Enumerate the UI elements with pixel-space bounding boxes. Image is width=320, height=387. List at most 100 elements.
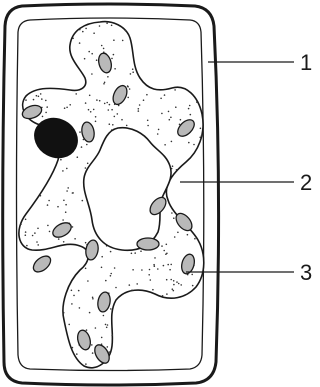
granule [88,51,90,53]
granule [110,275,112,277]
granule [36,241,38,243]
granule [168,111,170,113]
granule [96,99,98,101]
granule [72,226,74,228]
granule [140,250,142,252]
granule [107,76,109,78]
granule [96,59,98,61]
granule [152,289,154,291]
granule [46,106,48,108]
granule [150,279,152,281]
label-3: 3 [300,260,312,285]
granule [106,327,108,329]
granule [127,97,129,99]
granule [93,109,95,111]
granule [201,135,203,137]
granule [147,125,149,127]
granule [196,101,198,103]
granule [37,244,39,246]
granule [132,269,134,271]
granule [163,250,165,252]
granule [99,25,101,27]
granule [131,289,133,291]
granule [161,245,163,247]
granule [177,232,179,234]
granule [72,38,74,40]
granule [105,280,107,282]
chloroplast [137,238,159,250]
granule [34,232,36,234]
granule [109,351,111,353]
granule [171,141,173,143]
granule [33,99,35,101]
granule [82,31,84,33]
granule [92,298,94,300]
granule [172,165,174,167]
granule [122,40,124,42]
granule [79,42,81,44]
granule [63,312,65,314]
granule [175,106,177,108]
granule [41,98,43,100]
granule [193,144,195,146]
granule [38,96,40,98]
granule [68,324,70,326]
granule [64,107,66,109]
granule [85,268,87,270]
granule [170,117,172,119]
granule [129,88,131,90]
granule [86,329,88,331]
granule [113,54,115,56]
granule [32,235,34,237]
granule [45,100,47,102]
granule [85,28,87,30]
granule [154,265,156,267]
granule [114,267,116,269]
granule [90,111,92,113]
granule [57,206,59,208]
granule [138,108,140,110]
granule [190,114,192,116]
granule [65,204,67,206]
granule [87,280,89,282]
granule [47,225,49,227]
granule [129,284,131,286]
granule [106,102,108,104]
granule [110,273,112,275]
granule [111,335,113,337]
granule [160,98,162,100]
granule [87,163,89,165]
granule [25,231,27,233]
granule [67,187,69,189]
granule [180,284,182,286]
granule [141,269,143,271]
granule [72,347,74,349]
granule [188,142,190,144]
granule [187,234,189,236]
granule [163,265,165,267]
granule [111,25,113,27]
granule [127,86,129,88]
granule [85,242,87,244]
granule [105,324,107,326]
granule [60,159,62,161]
granule [136,283,138,285]
granule [125,30,127,32]
granule [110,251,112,253]
granule [71,290,73,292]
granule [169,269,171,271]
granule [166,279,168,281]
granule [42,116,44,118]
granule [194,238,196,240]
granule [114,68,116,70]
granule [170,264,172,266]
granule [77,156,79,158]
granule [20,223,22,225]
granule [117,113,119,115]
granule [101,256,103,258]
granule [40,93,42,95]
granule [89,312,91,314]
granule [158,129,160,131]
granule [138,110,140,112]
granule [92,352,94,354]
